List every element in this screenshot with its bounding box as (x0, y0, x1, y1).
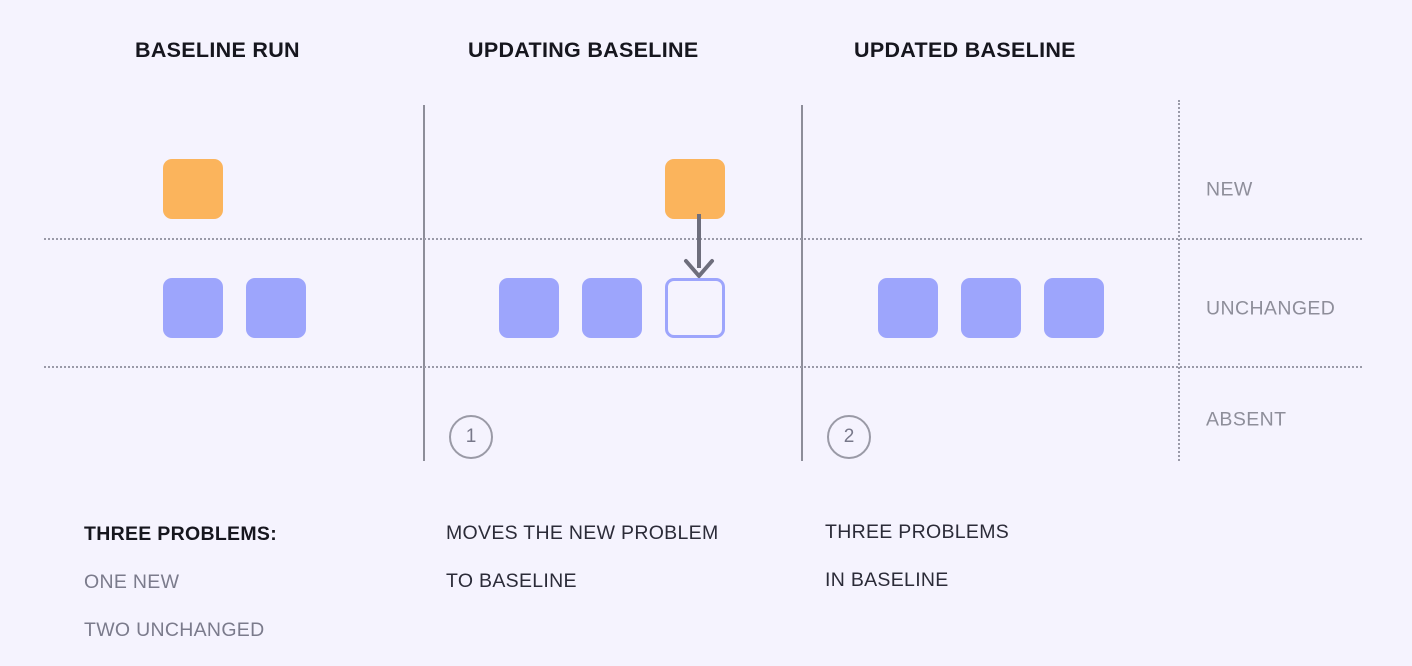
square-unchanged-problem-col2-2 (582, 278, 642, 338)
square-unchanged-problem-col2-1 (499, 278, 559, 338)
band-separator-unchanged-absent (44, 366, 1362, 368)
caption-column-1-line-1: ONE NEW (84, 571, 180, 594)
move-to-baseline-arrow (684, 214, 714, 278)
caption-column-3: THREE PROBLEMS IN BASELINE (825, 497, 1009, 615)
band-label-divider (1178, 100, 1180, 461)
step-number-1: 1 (449, 415, 493, 459)
caption-column-1-line-2: TWO UNCHANGED (84, 619, 265, 642)
column-header-baseline-run: BASELINE RUN (135, 38, 300, 62)
column-header-updated-baseline: UPDATED BASELINE (854, 38, 1076, 62)
column-divider-2 (801, 105, 803, 461)
band-label-new: NEW (1206, 178, 1253, 201)
caption-column-1: THREE PROBLEMS: ONE NEW TWO UNCHANGED (84, 499, 277, 666)
band-separator-new-unchanged (44, 238, 1362, 240)
step-number-2: 2 (827, 415, 871, 459)
caption-column-2-line-2: TO BASELINE (446, 570, 577, 593)
caption-column-3-line-2: IN BASELINE (825, 569, 949, 592)
column-divider-1 (423, 105, 425, 461)
caption-column-3-line-1: THREE PROBLEMS (825, 520, 1010, 543)
square-baseline-problem-col3-2 (961, 278, 1021, 338)
square-unchanged-problem-col1-1 (163, 278, 223, 338)
square-baseline-problem-col3-1 (878, 278, 938, 338)
square-baseline-problem-col3-3 (1044, 278, 1104, 338)
band-label-absent: ABSENT (1206, 408, 1287, 431)
caption-column-2: MOVES THE NEW PROBLEM TO BASELINE (446, 498, 718, 616)
caption-column-2-line-1: MOVES THE NEW PROBLEM (446, 521, 719, 544)
square-new-problem-col1 (163, 159, 223, 219)
square-new-problem-col2 (665, 159, 725, 219)
square-moved-problem-placeholder-col2 (665, 278, 725, 338)
column-header-updating-baseline: UPDATING BASELINE (468, 38, 699, 62)
square-unchanged-problem-col1-2 (246, 278, 306, 338)
caption-column-1-title: THREE PROBLEMS: (84, 522, 278, 545)
band-label-unchanged: UNCHANGED (1206, 297, 1336, 320)
